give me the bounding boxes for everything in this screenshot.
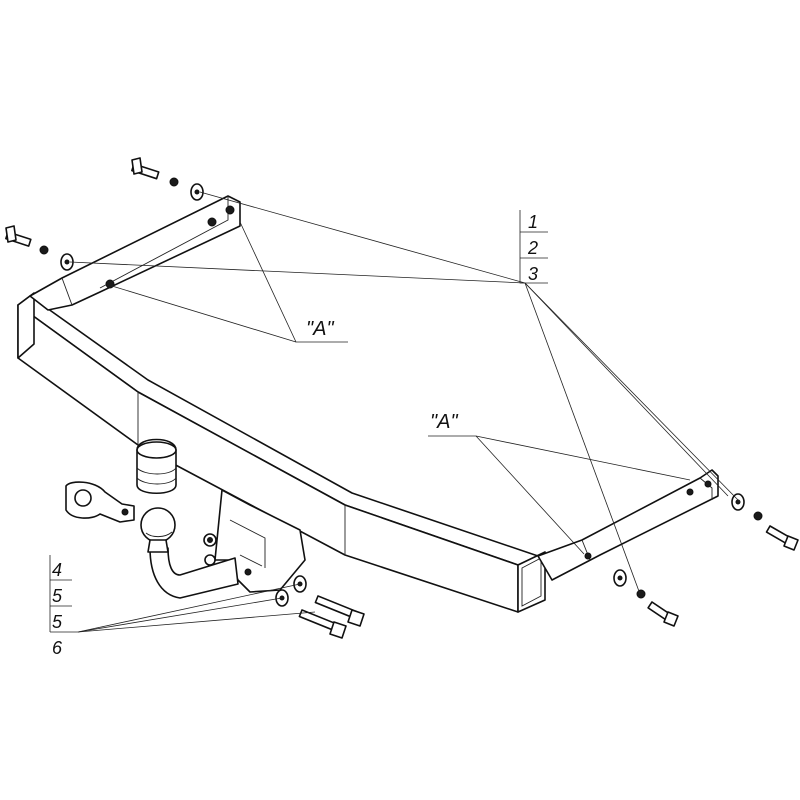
view-a-label-left: "A" xyxy=(306,318,334,340)
socket-bracket xyxy=(65,481,135,523)
bolt-bottom-2 xyxy=(275,589,347,639)
cross-beam xyxy=(17,292,546,613)
callout-number-6: 6 xyxy=(52,638,63,658)
callout-number-3: 3 xyxy=(528,264,538,284)
view-a-label-right: "A" xyxy=(430,411,458,433)
leader-lines-left xyxy=(49,555,316,633)
callout-number-5b: 5 xyxy=(52,612,63,632)
bolt-top-2 xyxy=(5,225,74,271)
right-bracket xyxy=(537,469,719,581)
tow-ball-mount xyxy=(140,489,306,599)
bolt-right-1 xyxy=(731,493,799,551)
callout-number-4: 4 xyxy=(52,560,62,580)
bolt-right-2 xyxy=(613,569,679,627)
callout-number-2: 2 xyxy=(527,238,538,258)
ball-cap xyxy=(136,438,177,495)
left-bracket xyxy=(29,195,241,311)
callout-number-1: 1 xyxy=(528,212,538,232)
bolt-top-1 xyxy=(131,157,204,201)
callout-number-5a: 5 xyxy=(52,586,63,606)
leader-lines-right xyxy=(69,191,741,595)
leader-lines-view-a xyxy=(111,221,691,555)
